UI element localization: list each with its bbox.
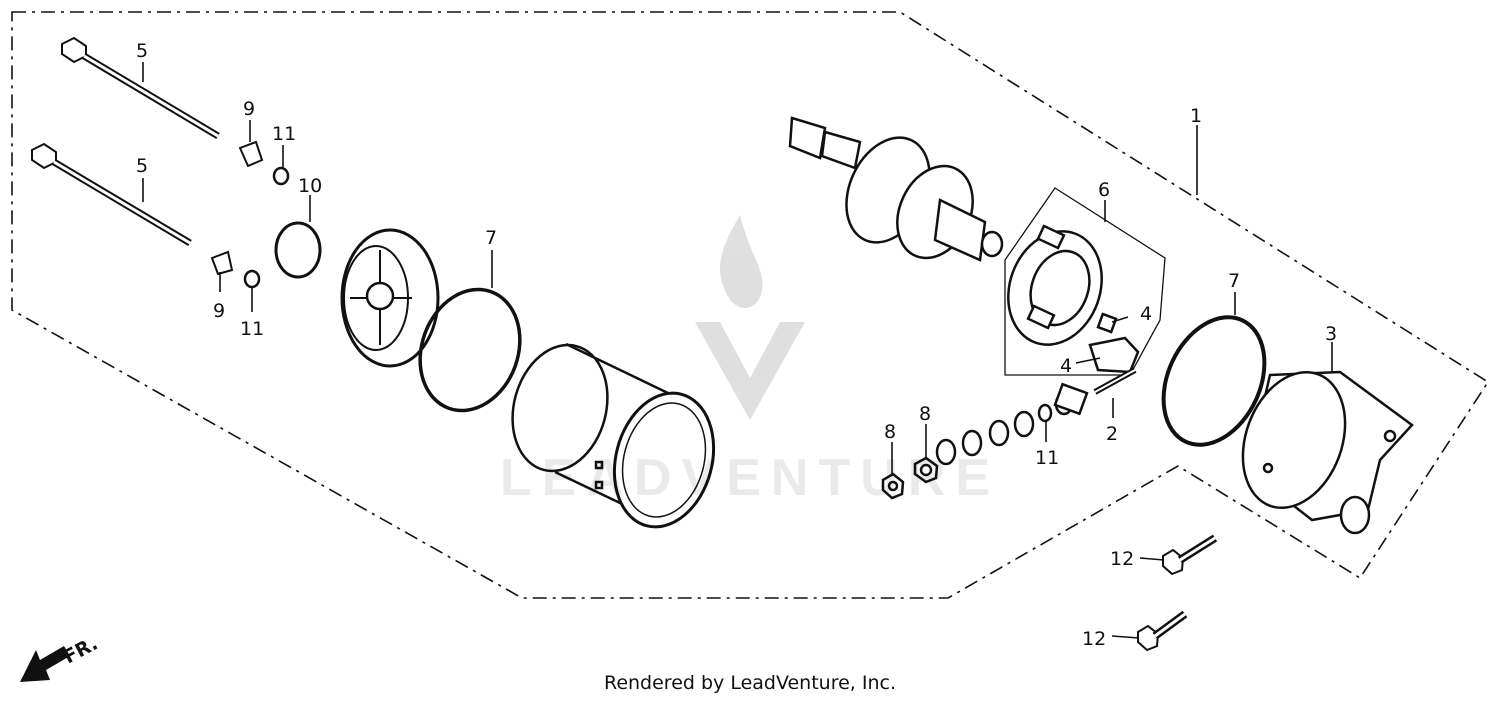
washer-upper-left xyxy=(272,166,290,186)
o-ring-large-right xyxy=(1161,315,1267,447)
armature xyxy=(788,116,1004,262)
watermark-logo xyxy=(695,215,805,420)
callout-12-lower: 12 xyxy=(1082,628,1106,650)
through-bolt-lower xyxy=(31,142,192,247)
watermark-text: LEADVENTURE xyxy=(499,449,1001,507)
o-ring-small xyxy=(274,221,322,279)
callout-12-upper: 12 xyxy=(1110,548,1134,570)
nut-a xyxy=(881,472,905,500)
front-cover xyxy=(340,228,440,368)
callout-11-right: 11 xyxy=(1035,447,1059,469)
callout-4-lower: 4 xyxy=(1060,355,1072,377)
front-arrow-label: FR. xyxy=(60,632,101,668)
yoke-housing xyxy=(511,342,716,529)
callout-7-left: 7 xyxy=(485,227,497,249)
flange-bolt-lower xyxy=(1137,610,1188,652)
terminal-bolt xyxy=(1093,367,1137,395)
callout-5-upper: 5 xyxy=(136,40,148,62)
callout-9-upper: 9 xyxy=(243,98,255,120)
callout-11-lower: 11 xyxy=(240,318,264,340)
bracket-upper xyxy=(238,140,264,168)
outer-assembly-boundary xyxy=(11,11,1490,599)
washer-stack xyxy=(935,382,1089,466)
leader-lines xyxy=(142,62,1333,639)
o-ring-large-left xyxy=(418,287,522,413)
flange-bolt-upper xyxy=(1162,534,1218,576)
bracket-lower xyxy=(210,250,234,276)
callout-2: 2 xyxy=(1106,423,1118,445)
through-bolt-upper xyxy=(61,36,220,140)
callout-5-lower: 5 xyxy=(136,155,148,177)
rear-cover xyxy=(1241,370,1414,535)
callout-4-upper: 4 xyxy=(1140,303,1152,325)
brush-lower xyxy=(1088,336,1140,374)
brush-upper xyxy=(1096,312,1118,334)
brush-holder xyxy=(1007,224,1103,346)
callout-6: 6 xyxy=(1098,179,1110,201)
callout-7-right: 7 xyxy=(1228,270,1240,292)
callout-8-right: 8 xyxy=(919,403,931,425)
callout-10: 10 xyxy=(298,175,322,197)
callout-8-left: 8 xyxy=(884,421,896,443)
washer-lower-left xyxy=(243,269,261,289)
callout-3: 3 xyxy=(1325,323,1337,345)
callout-9-lower: 9 xyxy=(213,300,225,322)
footer-credit: Rendered by LeadVenture, Inc. xyxy=(603,672,897,694)
callout-11-upper: 11 xyxy=(272,123,296,145)
callout-1: 1 xyxy=(1190,105,1202,127)
